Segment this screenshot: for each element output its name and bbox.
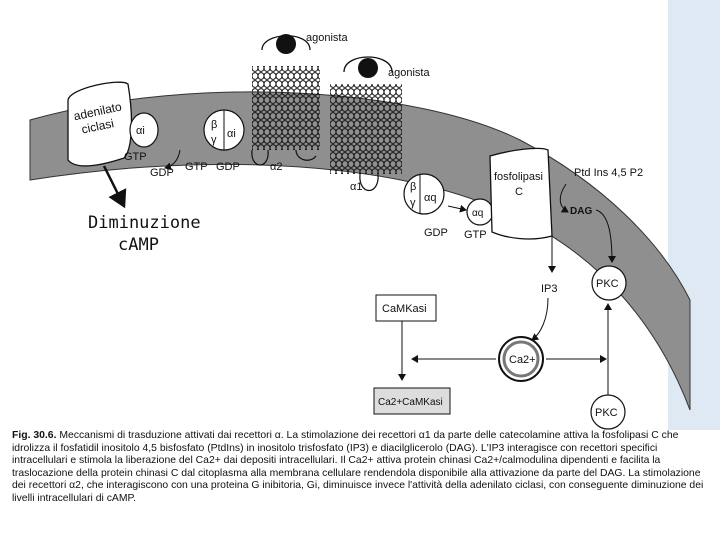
figure-caption: Fig. 30.6. Meccanismi di trasduzione att… — [12, 430, 706, 506]
agonist-ball-2 — [358, 58, 378, 78]
caption-text: Meccanismi di trasduzione attivati dai r… — [12, 430, 704, 504]
alpha2-label: α2 — [270, 161, 282, 173]
alpha-q-label-2: αq — [472, 208, 483, 219]
ptd-ins-label: Ptd Ins 4,5 P2 — [574, 167, 643, 179]
gtp-label-3: GTP — [464, 229, 487, 241]
dag-to-pkc-arrow — [595, 209, 616, 263]
gq-protein: β γ αq — [403, 173, 445, 215]
camp-label: cAMP — [118, 235, 159, 255]
calcium-ion: Ca2+ — [498, 336, 544, 382]
pkc-membrane: PKC — [591, 265, 627, 301]
ip3-label: IP3 — [541, 283, 558, 295]
gi-protein: β γ αi — [203, 109, 245, 151]
gdp-label-1: GDP — [150, 167, 174, 179]
gtp-gdp-arrow — [164, 149, 181, 171]
alpha-i-label-2: αi — [227, 128, 236, 140]
gdp-label-3: GDP — [424, 227, 448, 239]
agonista-label-2: agonista — [388, 67, 430, 79]
adenylate-cyclase: adenilato ciclasi — [67, 81, 133, 167]
camp-decrease-arrow — [102, 165, 127, 209]
gdp-label-2: GDP — [216, 161, 240, 173]
gamma-q-label: γ — [410, 197, 416, 209]
transduction-diagram: adenilato ciclasi αi GTP GDP β γ αi GTP … — [29, 0, 720, 430]
gamma-label: γ — [211, 134, 217, 146]
adenilato-label-2: ciclasi — [80, 116, 115, 136]
alpha-q-label-1: αq — [424, 192, 436, 204]
pkc-cytosol: PKC — [590, 394, 626, 430]
alpha-i-label: αi — [136, 125, 145, 137]
alpha1-receptor — [330, 56, 402, 191]
alpha1-label: α1 — [350, 181, 362, 193]
agonist-ball-1 — [276, 34, 296, 54]
fosfolipasi-label-2: C — [515, 186, 523, 198]
pkc-label-2: PKC — [595, 407, 618, 419]
agonista-label-1: agonista — [306, 32, 348, 44]
gtp-label-1: GTP — [124, 151, 147, 163]
figure-number: Fig. 30.6. — [12, 430, 57, 441]
ca2-label: Ca2+ — [509, 354, 536, 366]
gtp-label-2: GTP — [185, 161, 208, 173]
alpha-q-free: αq — [466, 198, 494, 226]
fosfolipasi-label-1: fosfolipasi — [494, 171, 543, 183]
ca-camkasi-label: Ca2+CaMKasi — [378, 397, 443, 408]
camkasi-label: CaMKasi — [382, 303, 427, 315]
pip2-arrow — [559, 183, 569, 213]
ca-camkasi-box: Ca2+CaMKasi — [373, 387, 451, 415]
beta-q-label: β — [410, 181, 416, 193]
gq-activation-arrow — [447, 204, 467, 213]
beta-label: β — [211, 119, 217, 131]
camkasi-box: CaMKasi — [375, 294, 437, 322]
dag-label: DAG — [570, 206, 592, 217]
phospholipase-c: fosfolipasi C — [489, 147, 553, 240]
alpha2-receptor — [251, 35, 320, 166]
alpha-i-subunit-free: αi — [129, 112, 159, 148]
pkc-label-1: PKC — [596, 278, 619, 290]
diminuzione-label: Diminuzione — [88, 213, 201, 233]
ip3-to-ca-arrow — [531, 297, 549, 341]
